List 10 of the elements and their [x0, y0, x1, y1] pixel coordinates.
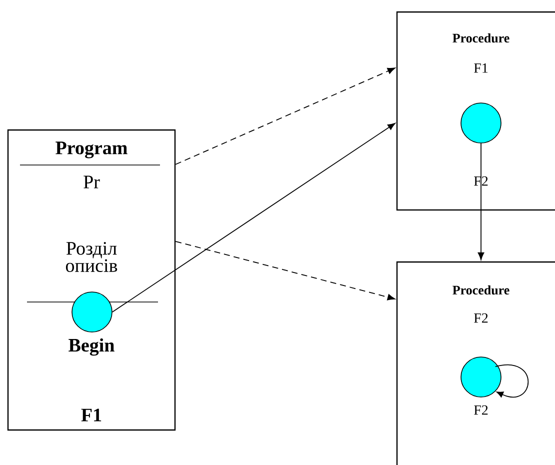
- dashed-arrow: [175, 68, 396, 165]
- circle: [72, 292, 112, 332]
- circle: [460, 102, 502, 144]
- procedure-box: Procedure F2 F2: [396, 261, 555, 465]
- circle: [460, 356, 502, 398]
- arrow: [478, 142, 484, 260]
- program-box: Program Pr Розділ описів Begin F1: [7, 129, 176, 431]
- arrow: [112, 122, 396, 312]
- dashed-arrow: [175, 240, 396, 300]
- loop-arrow: [494, 364, 529, 398]
